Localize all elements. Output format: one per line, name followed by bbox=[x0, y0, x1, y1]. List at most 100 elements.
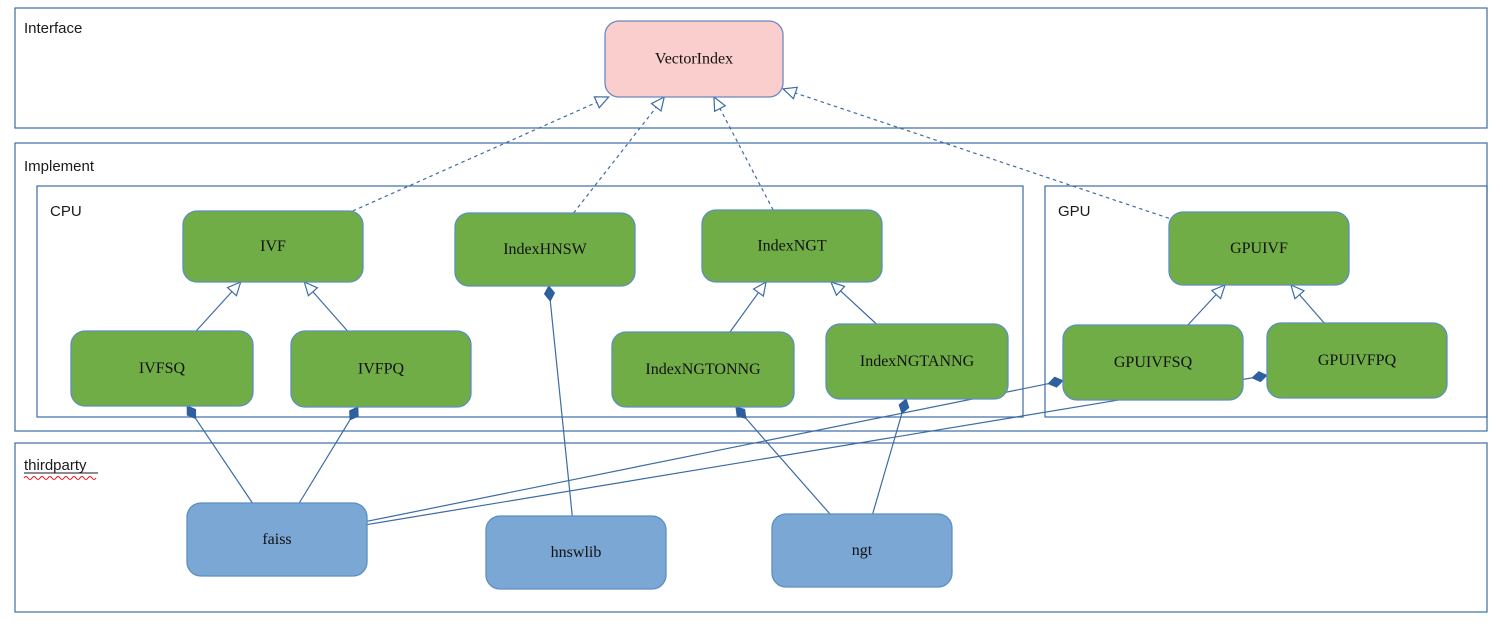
node-indexngtonng[interactable]: IndexNGTONNG bbox=[611, 331, 795, 408]
generalization-arrowhead bbox=[303, 280, 319, 297]
node-box-vectorindex[interactable] bbox=[604, 20, 784, 98]
realization-arrowhead bbox=[713, 95, 727, 113]
generalization-arrowhead bbox=[1289, 283, 1306, 300]
node-indexhnsw[interactable]: IndexHNSW bbox=[454, 212, 636, 287]
node-box-indexhnsw[interactable] bbox=[454, 212, 636, 287]
container-label-gpu: GPU bbox=[1058, 203, 1091, 220]
node-label-ivfpq: IVFPQ bbox=[358, 361, 405, 378]
edge-line bbox=[872, 413, 903, 515]
node-box-gpuivfsq[interactable] bbox=[1062, 324, 1244, 401]
edge-line bbox=[719, 108, 774, 211]
node-gpuivfpq[interactable]: GPUIVFPQ bbox=[1266, 322, 1448, 399]
node-label-vectorindex: VectorIndex bbox=[655, 51, 733, 68]
edge-indexngtonng-to-indexngt bbox=[729, 280, 767, 333]
node-hnswlib[interactable]: hnswlib bbox=[485, 515, 667, 590]
realization-arrowhead bbox=[781, 86, 799, 100]
node-box-gpuivf[interactable] bbox=[1168, 211, 1350, 286]
node-box-ivf[interactable] bbox=[182, 210, 364, 283]
node-label-ivf: IVF bbox=[260, 238, 286, 255]
realization-arrowhead bbox=[593, 96, 610, 109]
node-vectorindex[interactable]: VectorIndex bbox=[604, 20, 784, 98]
edge-gpuivfsq-to-gpuivf bbox=[1187, 283, 1227, 326]
edge-line bbox=[312, 291, 348, 332]
node-gpuivf[interactable]: GPUIVF bbox=[1168, 211, 1350, 286]
spellcheck-underline bbox=[23, 475, 97, 481]
node-box-indexngt[interactable] bbox=[701, 209, 883, 283]
container-label-implement: Implement bbox=[24, 158, 95, 175]
edge-line bbox=[573, 106, 657, 214]
edge-indexngt-to-vectorindex bbox=[713, 95, 774, 211]
container-gpu bbox=[1044, 185, 1488, 418]
node-box-indexngtanng[interactable] bbox=[825, 323, 1009, 400]
edge-ngt-to-indexngtanng bbox=[872, 398, 910, 515]
node-label-gpuivf: GPUIVF bbox=[1230, 240, 1288, 257]
edge-line bbox=[729, 292, 759, 333]
node-indexngtanng[interactable]: IndexNGTANNG bbox=[825, 323, 1009, 400]
node-ivf[interactable]: IVF bbox=[182, 210, 364, 283]
composition-diamond bbox=[1251, 371, 1268, 383]
node-box-hnswlib[interactable] bbox=[485, 515, 667, 590]
edge-hnswlib-to-indexhnsw bbox=[543, 285, 573, 517]
container-thirdparty bbox=[14, 442, 1488, 613]
edge-ivfpq-to-ivf bbox=[303, 280, 348, 332]
node-faiss[interactable]: faiss bbox=[186, 502, 368, 577]
container-label-cpu: CPU bbox=[50, 203, 82, 220]
node-box-gpuivfpq[interactable] bbox=[1266, 322, 1448, 399]
node-ivfpq[interactable]: IVFPQ bbox=[290, 330, 472, 408]
node-box-faiss[interactable] bbox=[186, 502, 368, 577]
node-box-ivfpq[interactable] bbox=[290, 330, 472, 408]
node-label-ngt: ngt bbox=[852, 542, 873, 559]
node-box-ngt[interactable] bbox=[771, 513, 953, 588]
edge-line bbox=[549, 300, 573, 517]
container-label-interface: Interface bbox=[24, 20, 82, 37]
edge-line bbox=[195, 418, 253, 504]
edge-line bbox=[795, 92, 1170, 219]
node-ngt[interactable]: ngt bbox=[771, 513, 953, 588]
node-box-ivfsq[interactable] bbox=[70, 330, 254, 407]
edge-indexhnsw-to-vectorindex bbox=[573, 95, 666, 214]
node-gpuivfsq[interactable]: GPUIVFSQ bbox=[1062, 324, 1244, 401]
node-label-indexhnsw: IndexHNSW bbox=[503, 241, 587, 258]
edge-line bbox=[745, 417, 831, 515]
composition-diamond bbox=[543, 285, 556, 302]
composition-diamond bbox=[349, 406, 359, 421]
node-label-gpuivfpq: GPUIVFPQ bbox=[1318, 352, 1397, 369]
edge-line bbox=[366, 377, 1253, 526]
edges bbox=[186, 86, 1325, 526]
realization-arrowhead bbox=[650, 95, 666, 112]
edge-ivfsq-to-ivf bbox=[195, 280, 242, 332]
edge-faiss-to-ivfpq bbox=[298, 406, 359, 504]
node-label-indexngt: IndexNGT bbox=[757, 238, 827, 255]
edge-line bbox=[298, 419, 351, 504]
node-indexngt[interactable]: IndexNGT bbox=[701, 209, 883, 283]
composition-diamond bbox=[1047, 376, 1064, 388]
edge-ngt-to-indexngtonng bbox=[735, 406, 831, 515]
node-label-gpuivfsq: GPUIVFSQ bbox=[1114, 354, 1193, 371]
edge-gpuivfpq-to-gpuivf bbox=[1289, 283, 1325, 324]
container-interface bbox=[14, 7, 1488, 129]
node-box-indexngtonng[interactable] bbox=[611, 331, 795, 408]
edge-line bbox=[366, 383, 1049, 522]
edge-faiss-to-ivfsq bbox=[186, 405, 253, 504]
node-label-indexngtanng: IndexNGTANNG bbox=[860, 353, 975, 370]
container-cpu bbox=[36, 185, 1024, 418]
edge-line bbox=[1299, 294, 1325, 324]
edge-line bbox=[1187, 294, 1217, 326]
edge-faiss-to-gpuivfpq bbox=[366, 371, 1268, 526]
node-ivfsq[interactable]: IVFSQ bbox=[70, 330, 254, 407]
node-label-hnswlib: hnswlib bbox=[551, 544, 602, 561]
edge-gpuivf-to-vectorindex bbox=[781, 86, 1170, 219]
edge-indexngtanng-to-indexngt bbox=[829, 281, 877, 325]
generalization-arrowhead bbox=[752, 280, 767, 298]
node-label-faiss: faiss bbox=[262, 531, 291, 548]
edge-ivf-to-vectorindex bbox=[352, 96, 610, 212]
edge-line bbox=[352, 101, 598, 212]
node-label-ivfsq: IVFSQ bbox=[139, 360, 186, 377]
edge-faiss-to-gpuivfsq bbox=[366, 376, 1064, 522]
node-label-indexngtonng: IndexNGTONNG bbox=[645, 361, 761, 378]
composition-diamond bbox=[898, 398, 910, 415]
